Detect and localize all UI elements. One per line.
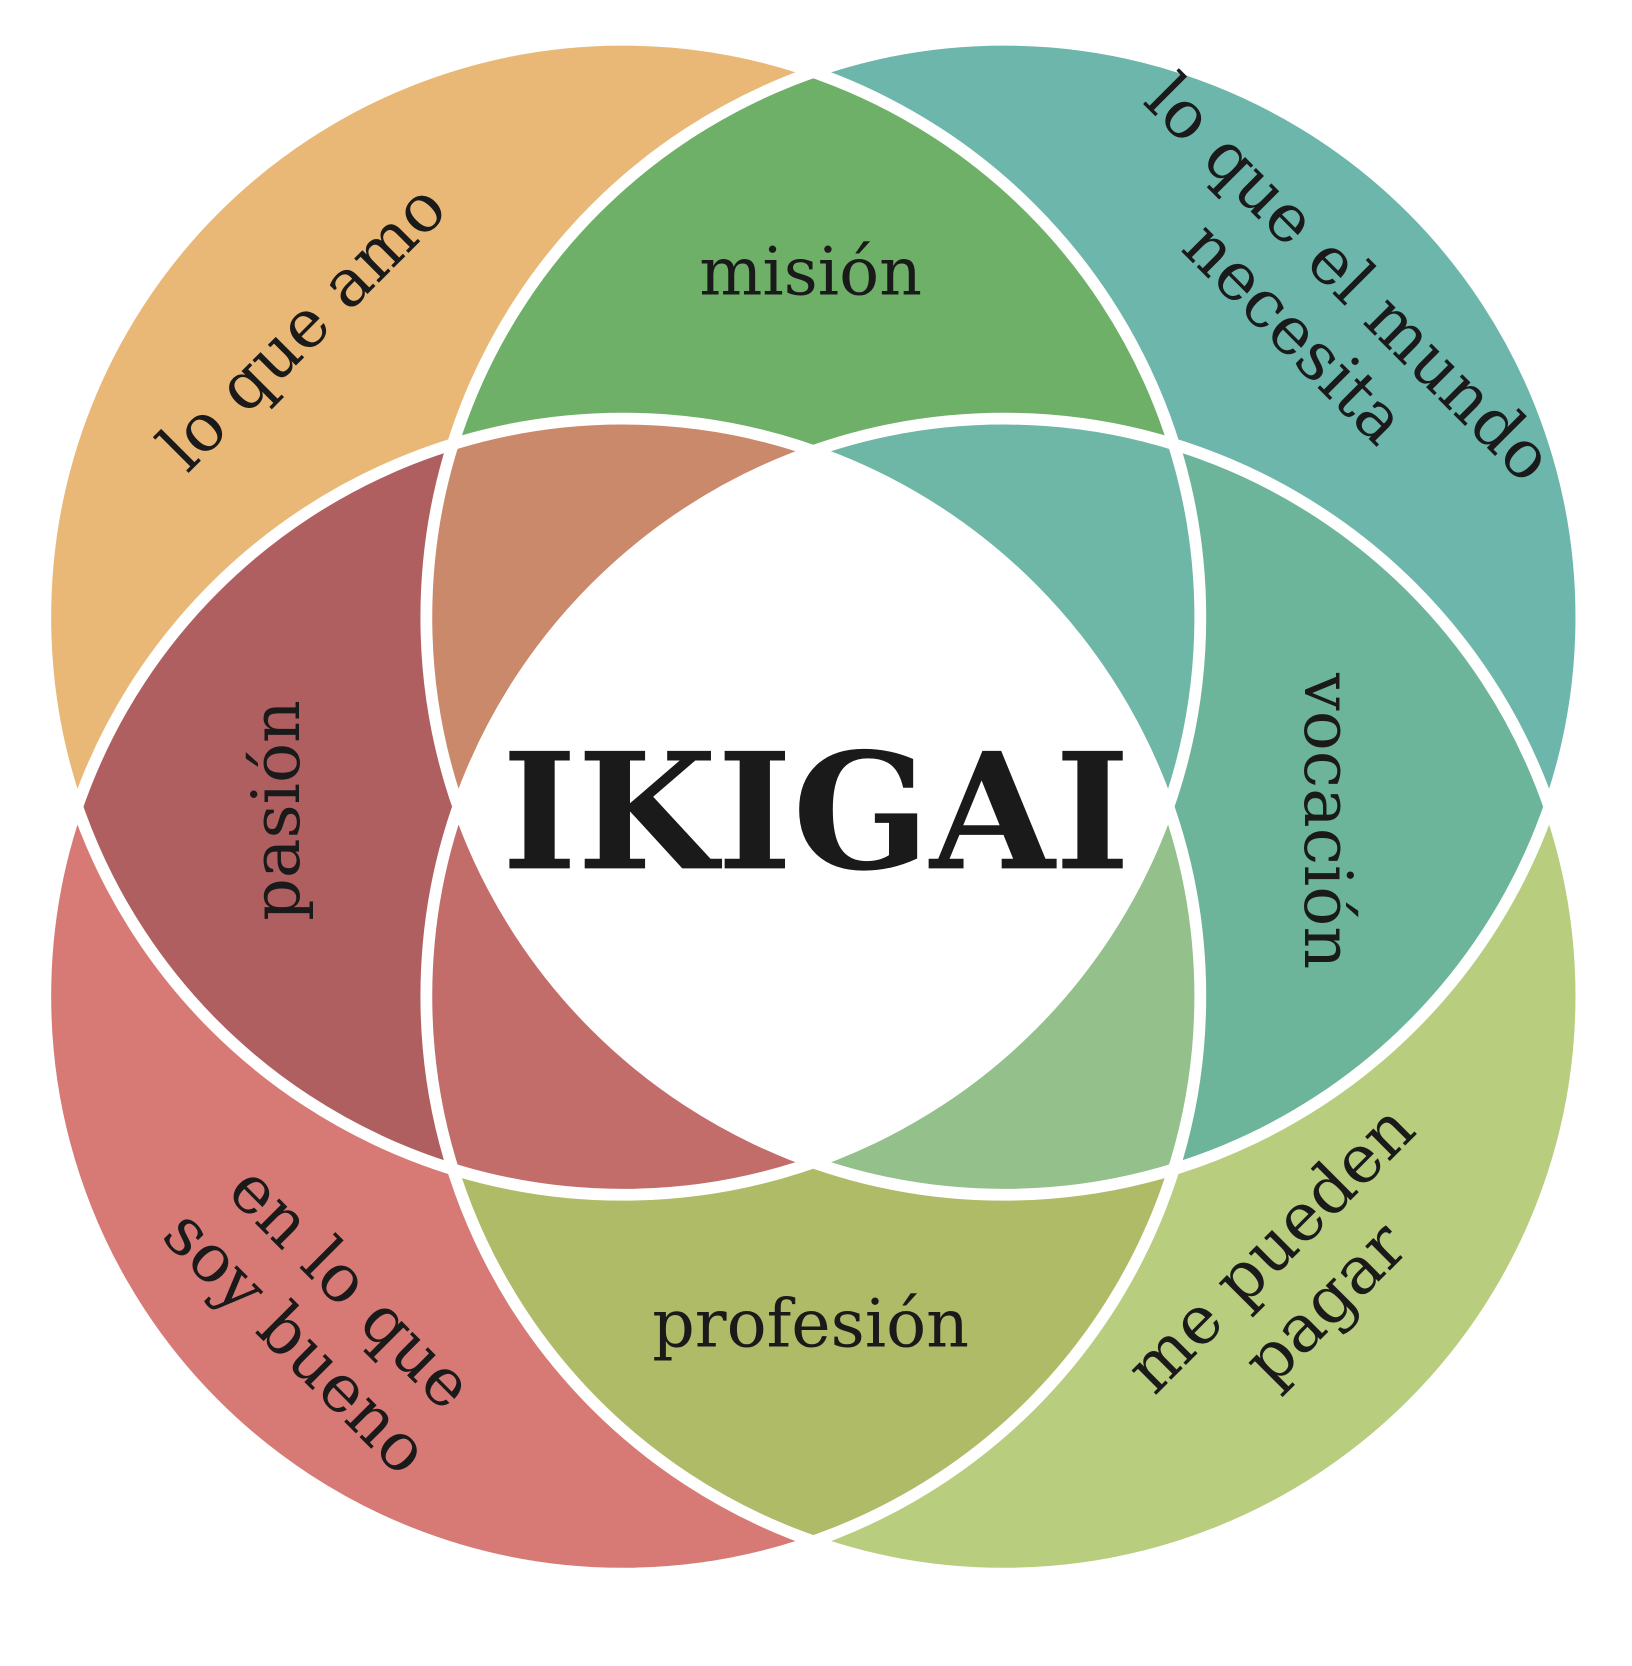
label-vocacion: vocación (1289, 672, 1367, 969)
label-mision: misión (699, 232, 922, 310)
label-pasion: pasión (237, 700, 315, 921)
ikigai-title: IKIGAI (502, 717, 1130, 906)
region-ikigai-center (426, 418, 1201, 1195)
circle-outlines (39, 33, 1588, 1580)
label-profesion: profesión (652, 1284, 969, 1362)
